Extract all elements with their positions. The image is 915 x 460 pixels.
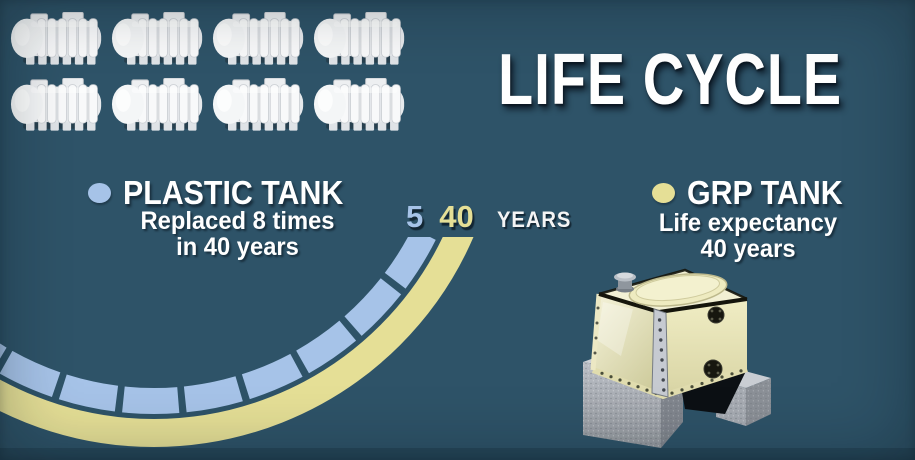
plastic-description-line1: Replaced 8 times: [140, 207, 335, 235]
grp-description-line1: Life expectancy: [658, 209, 838, 237]
concrete-plinth-right: [716, 370, 771, 426]
plastic-lifespan-segmented-arc: [0, 237, 438, 414]
grp-bullet-icon: [652, 182, 675, 203]
plastic-tank-icon: [109, 12, 207, 74]
grp-lifespan-arc: [0, 237, 474, 447]
grp-tank-description: Life expectancy 40 years: [607, 209, 888, 263]
plastic-tank-icon: [109, 78, 207, 140]
plastic-tank-grid: [8, 12, 412, 142]
plastic-tank-description: Replaced 8 times in 40 years: [97, 207, 377, 261]
timeline-scale: 5 40 YEARS: [406, 201, 578, 232]
tank-port-icons: [703, 306, 725, 379]
tank-lid-icon: [628, 273, 728, 307]
grp-years-value: 40: [439, 199, 474, 234]
page-title: LIFE CYCLE: [498, 40, 843, 120]
plastic-tank-icon: [8, 12, 106, 74]
plastic-tank-icon: [311, 78, 409, 140]
plastic-description-line2: in 40 years: [176, 232, 299, 261]
plastic-bullet-icon: [88, 182, 111, 203]
grp-tank-icon: [583, 268, 771, 448]
grp-tank-label: GRP TANK: [686, 174, 843, 211]
plastic-tank-icon: [210, 78, 308, 140]
grp-tank-legend: GRP TANK: [652, 176, 843, 209]
plastic-tank-icon: [311, 12, 409, 74]
plastic-tank-icon: [210, 12, 308, 74]
plastic-years-value: 5: [406, 199, 424, 234]
grp-description-line2: 40 years: [700, 234, 796, 263]
plastic-tank-label: PLASTIC TANK: [122, 174, 344, 211]
tank-vent-icon: [614, 272, 636, 293]
plastic-tank-legend: PLASTIC TANK: [88, 176, 343, 209]
plastic-tank-icon: [8, 78, 106, 140]
footer-strip: [0, 448, 915, 460]
years-unit-label: YEARS: [496, 207, 572, 232]
